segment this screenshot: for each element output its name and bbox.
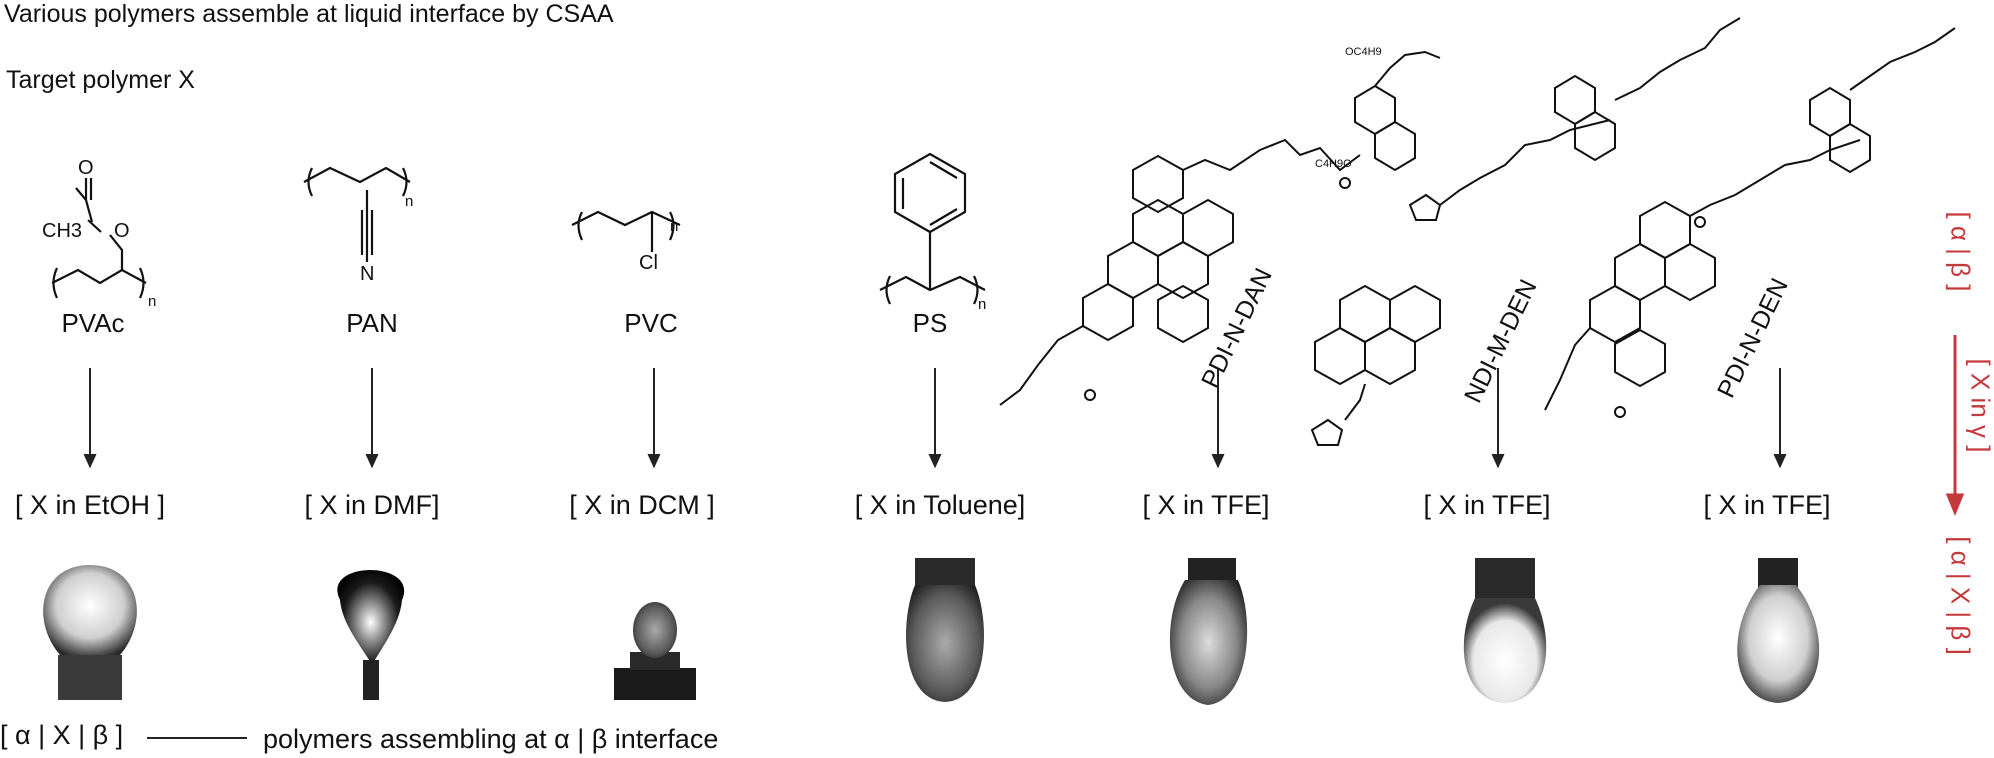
pan-n-label: n [405, 193, 414, 210]
pdi-n-dan-structure [999, 50, 1441, 406]
polymer-name-ps: PS [912, 308, 948, 338]
pvc-n-label: n [670, 218, 679, 235]
polymer-name-pan: PAN [346, 308, 398, 338]
pvac-structure [51, 178, 147, 299]
polymer-name-pvac: PVAc [61, 308, 125, 338]
ps-n-label: n [978, 296, 987, 313]
figure-subtitle: Target polymer X [6, 66, 195, 94]
side-scheme-top: [ α | β ] [1945, 211, 1976, 292]
pvc-cl-label: Cl [639, 252, 658, 274]
droplet-ps [906, 558, 984, 702]
condition-pdi-n-den: [ X in TFE] [1703, 490, 1831, 520]
condition-pan: [ X in DMF] [304, 490, 440, 520]
legend-text: polymers assembling at α | β interface [263, 724, 719, 754]
condition-ndi-m-den: [ X in TFE] [1423, 490, 1551, 520]
droplet-pdi-n-dan [1169, 558, 1248, 705]
pan-nitrogen-label: N [360, 263, 375, 285]
c4h9o-label: C4H9O [1315, 158, 1352, 170]
pvc-structure [571, 210, 681, 252]
condition-pvac: [ X in EtOH ] [14, 490, 166, 520]
droplet-pvac [43, 565, 137, 700]
side-arrow [1945, 335, 1965, 516]
oc4h9-label: OC4H9 [1345, 46, 1382, 58]
pvac-ch3-label: CH3 [42, 220, 83, 242]
condition-ps: [ X in Toluene] [854, 490, 1026, 520]
droplet-pan [337, 570, 405, 700]
droplet-pvc [614, 602, 696, 700]
pvac-o-label: O [78, 157, 94, 179]
polymer-name-pvc: PVC [624, 308, 678, 338]
ps-structure [879, 152, 986, 305]
condition-pvc: [ X in DCM ] [569, 490, 715, 520]
pan-structure [303, 166, 411, 262]
legend-symbol: [ α | X | β ] [0, 720, 124, 750]
pdi-n-den-structure [1544, 27, 1956, 418]
figure-title: Various polymers assemble at liquid inte… [4, 0, 614, 28]
condition-pdi-n-dan: [ X in TFE] [1142, 490, 1270, 520]
pvac-o2-label: O [114, 220, 130, 242]
side-scheme-bottom: [ α | X | β ] [1945, 536, 1976, 655]
pvac-n-label: n [148, 293, 157, 310]
process-arrows [83, 368, 1787, 469]
droplet-pdi-n-den [1737, 558, 1820, 703]
side-scheme-middle: [ X in γ ] [1965, 358, 1994, 453]
droplet-ndi-m-den [1463, 558, 1547, 703]
ndi-m-den-structure [1310, 17, 1741, 446]
